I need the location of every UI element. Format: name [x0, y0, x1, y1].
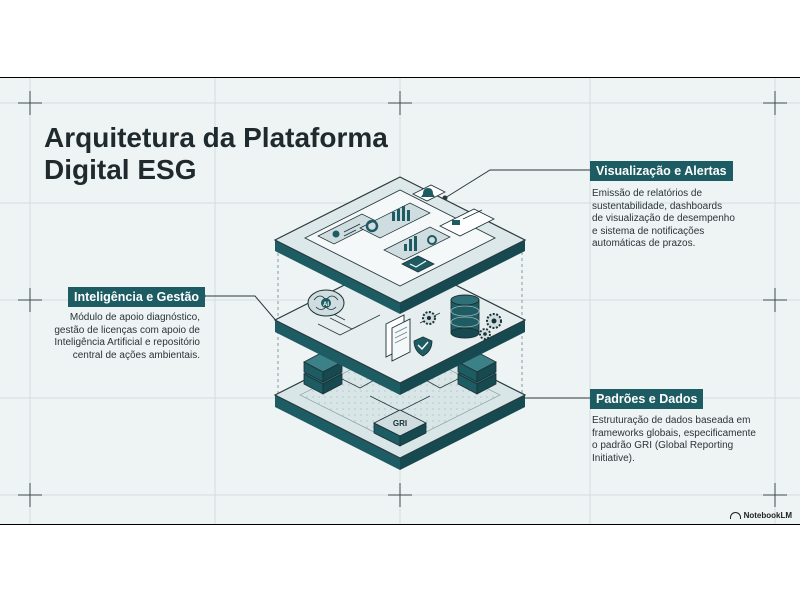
crosshair-icon [18, 288, 42, 312]
gear-icon [486, 313, 502, 329]
gear-icon [422, 311, 436, 325]
tag-label: Padrões e Dados [596, 392, 698, 406]
gear-icon [479, 328, 491, 340]
crosshair-icon [388, 483, 412, 507]
chart-icon [383, 226, 451, 261]
middle-layer-panel: AI [273, 256, 527, 395]
crosshair-icon [388, 91, 412, 115]
desc-line: Estruturação de dados baseada em [592, 415, 751, 426]
tag-visualizacao-alertas: Visualização e Alertas [590, 161, 733, 181]
brand-logo: NotebookLM [729, 511, 792, 520]
crosshair-icon [763, 288, 787, 312]
title-line: Digital ESG [44, 154, 197, 185]
crosshair-icon [18, 483, 42, 507]
desc-line: o padrão GRI (Global Reporting [592, 440, 734, 451]
title-line: Arquitetura da Plataforma [44, 122, 388, 153]
desc-inteligencia-gestao: Módulo de apoio diagnóstico, gestão de l… [14, 312, 200, 362]
notebooklm-icon [729, 512, 741, 519]
gri-badge: GRI [373, 409, 427, 447]
desc-padroes-dados: Estruturação de dados baseada em framewo… [592, 415, 782, 465]
desc-line: central de ações ambientais. [72, 349, 200, 361]
notification-card [439, 208, 495, 237]
page-title: Arquitetura da Plataforma Digital ESG [44, 122, 424, 186]
database-icon [450, 294, 480, 339]
desc-line: Emissão de relatórios de [592, 188, 703, 199]
desc-line: Inteligência Artificial e repositório [54, 337, 200, 348]
chart-icon [359, 202, 431, 239]
desc-line: frameworks globais, especificamente [592, 427, 756, 439]
desc-line: sustentabilidade, dashboards [592, 200, 723, 212]
brand-name: NotebookLM [743, 511, 792, 520]
tag-label: Visualização e Alertas [596, 164, 727, 178]
bell-icon [412, 184, 446, 202]
tag-inteligencia-gestao: Inteligência e Gestão [68, 287, 206, 307]
document-icon [385, 314, 411, 362]
brain-icon: AI [307, 289, 345, 317]
desc-line: automáticas de prazos. [592, 238, 696, 249]
dashboard-screen [304, 189, 496, 287]
architecture-diagram: GRI AI [200, 169, 590, 470]
gri-badge-label: GRI [393, 419, 407, 428]
alert-tile [401, 255, 435, 273]
desc-line: gestão de licenças com apoio de [54, 324, 200, 336]
tag-padroes-dados: Padrões e Dados [590, 389, 704, 409]
tag-label: Inteligência e Gestão [74, 290, 200, 304]
shield-check-icon [413, 336, 433, 357]
crosshair-icon [18, 91, 42, 115]
slide: Arquitetura da Plataforma Digital ESG [0, 77, 800, 525]
crosshair-icon [763, 91, 787, 115]
user-card-icon [332, 223, 361, 238]
desc-line: Initiative). [592, 452, 635, 464]
desc-line: Módulo de apoio diagnóstico, [69, 312, 200, 323]
desc-visualizacao-alertas: Emissão de relatórios de sustentabilidad… [592, 188, 782, 251]
desc-line: e sistema de notificações [592, 225, 705, 237]
desc-line: de visualização de desempenho [592, 213, 735, 224]
ai-chip-label: AI [323, 302, 329, 308]
top-layer-panel [273, 176, 527, 314]
crosshair-icon [763, 483, 787, 507]
